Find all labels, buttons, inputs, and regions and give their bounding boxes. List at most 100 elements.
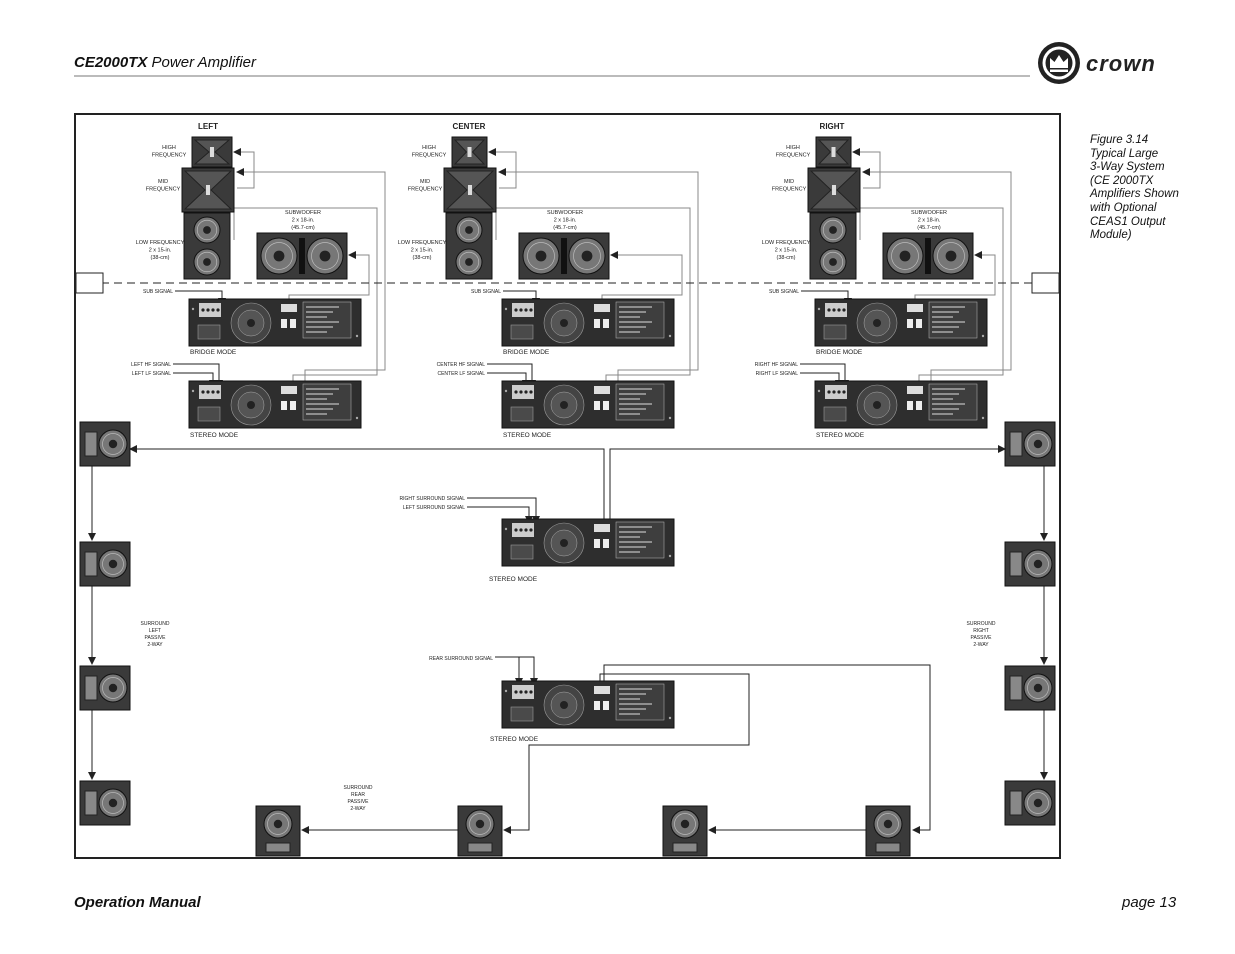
terminal-screw (529, 390, 533, 394)
driver-cap (1033, 559, 1043, 569)
high-frequency-wire (488, 148, 517, 189)
surround-rear-label: 2-WAY (350, 806, 366, 812)
sub-signal-label: SUB SIGNAL (143, 289, 173, 295)
control-switch (907, 319, 913, 328)
crown-logo: crown (1038, 42, 1156, 84)
fan-hub (560, 401, 568, 409)
input-module (823, 406, 847, 422)
terminal-screw (514, 690, 518, 694)
left-hf-signal-label: LEFT HF SIGNAL (131, 362, 171, 368)
driver-cap (203, 226, 211, 234)
terminal-screw (529, 528, 533, 532)
amplifier-terminal (512, 523, 534, 537)
driver-ring (822, 219, 844, 241)
driver-cap (829, 226, 837, 234)
subwoofer-port (299, 238, 305, 274)
tweeter-horn (875, 842, 901, 853)
caption-line: 3-Way System (1090, 161, 1165, 174)
column-title-left: LEFT (198, 122, 218, 131)
high-frequency-wire (233, 148, 255, 189)
amplifier-terminal (825, 303, 847, 317)
terminal-screw (206, 390, 210, 394)
terminal-screw (524, 690, 528, 694)
mid-frequency-label: FREQUENCY (408, 187, 443, 193)
control-switch (281, 319, 287, 328)
surround-right-label: PASSIVE (970, 635, 992, 641)
horn-throat (206, 185, 210, 195)
terminal-screw (201, 390, 205, 394)
rack-screw (981, 416, 985, 420)
terminal-screw (827, 390, 831, 394)
fan-hub (247, 401, 255, 409)
high-frequency-label: HIGH (422, 145, 436, 151)
rear-left-output-wire (503, 673, 750, 834)
rack-screw (355, 334, 359, 338)
driver-ring (102, 792, 124, 814)
surround-left-label: SURROUND (141, 621, 170, 627)
terminal-screw (832, 390, 836, 394)
left-surround-wire (467, 506, 533, 524)
rack-screw (504, 389, 508, 393)
driver-cap (680, 819, 690, 829)
driver-cap (108, 439, 118, 449)
surround-right-label: SURROUND (967, 621, 996, 627)
tweeter-horn (1009, 431, 1023, 457)
right-lf-signal-label: RIGHT LF SIGNAL (756, 371, 799, 377)
rack-screw (668, 416, 672, 420)
driver-cap (465, 258, 473, 266)
right-surround-signal-label: RIGHT SURROUND SIGNAL (400, 496, 466, 502)
terminal-screw (524, 528, 528, 532)
tweeter-horn (467, 842, 493, 853)
horn-throat (468, 185, 472, 195)
amplifier-terminal (199, 385, 221, 399)
driver-ring (265, 242, 293, 270)
terminal-screw (832, 308, 836, 312)
subwoofer-label: SUBWOOFER (911, 210, 947, 216)
subwoofer-wire (914, 251, 996, 299)
subwoofer-label: (45.7-cm) (291, 225, 315, 231)
sub-signal-label: SUB SIGNAL (471, 289, 501, 295)
rack-screw (668, 716, 672, 720)
subwoofer-label: (45.7-cm) (553, 225, 577, 231)
stereo-mode-label: STEREO MODE (190, 432, 239, 439)
driver-ring (877, 813, 899, 835)
output-connector (907, 386, 923, 394)
high-frequency-label: FREQUENCY (412, 153, 447, 159)
control-switch (594, 319, 600, 328)
horn-throat (210, 147, 214, 157)
low-frequency-label: LOW FREQUENCY (398, 240, 447, 246)
surround-left-label: PASSIVE (144, 635, 166, 641)
control-switch (290, 401, 296, 410)
terminal-screw (206, 308, 210, 312)
surround-left-label: LEFT (149, 628, 161, 634)
bridge-mode-label: BRIDGE MODE (190, 349, 237, 356)
surround-rear-label: REAR (351, 792, 365, 798)
driver-cap (273, 819, 283, 829)
brand-wordmark: crown (1086, 51, 1156, 76)
right-surround-wire (467, 497, 540, 524)
fan-hub (560, 319, 568, 327)
terminal-screw (524, 390, 528, 394)
mid-frequency-label: MID (784, 179, 794, 185)
horn-throat (831, 147, 836, 157)
driver-ring (937, 242, 965, 270)
subwoofer-label: 2 x 18-in. (292, 218, 315, 224)
driver-ring (1027, 433, 1049, 455)
control-switch (603, 319, 609, 328)
rack-screw (504, 527, 508, 531)
rack-screw (504, 307, 508, 311)
surround-right-label: 2-WAY (973, 642, 989, 648)
input-module (510, 544, 534, 560)
center-hf-signal-label: CENTER HF SIGNAL (437, 362, 486, 368)
tweeter-horn (1009, 675, 1023, 701)
input-module (510, 406, 534, 422)
terminal-screw (837, 308, 841, 312)
output-connector (281, 304, 297, 312)
rack-screw (191, 389, 195, 393)
driver-cap (899, 250, 911, 262)
low-frequency-label: (38-cm) (151, 255, 170, 261)
footer-page: page 13 (1122, 894, 1177, 911)
mid-frequency-label: FREQUENCY (146, 187, 181, 193)
terminal-screw (837, 390, 841, 394)
caption-line: Figure 3.14 (1090, 134, 1149, 146)
